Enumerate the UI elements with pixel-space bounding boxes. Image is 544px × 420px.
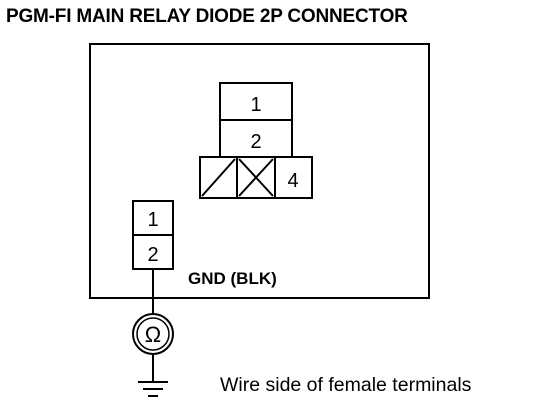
- diagram-title: PGM-FI MAIN RELAY DIODE 2P CONNECTOR: [6, 6, 408, 27]
- relay-terminal-4-label: 4: [287, 170, 298, 192]
- gnd-connector: 1 2: [132, 200, 174, 270]
- ohmmeter-icon: Ω: [132, 313, 174, 355]
- wire-side-caption: Wire side of female terminals: [220, 374, 472, 396]
- ground-icon: [138, 381, 168, 397]
- connector-outline: [89, 43, 430, 299]
- relay-terminal-2-label: 2: [250, 131, 261, 153]
- blocked-cavity-mark-b: [238, 158, 274, 197]
- relay-diode-connector: 1 2 4: [199, 82, 313, 199]
- ohm-symbol: Ω: [145, 322, 161, 347]
- gnd-terminal-2-label: 2: [147, 244, 158, 266]
- relay-terminal-1-label: 1: [250, 94, 261, 116]
- gnd-terminal-1-label: 1: [147, 209, 158, 231]
- relay-bottom-row: [199, 156, 313, 199]
- gnd-label: GND (BLK): [188, 269, 277, 288]
- unused-cavity-mark: [201, 158, 236, 197]
